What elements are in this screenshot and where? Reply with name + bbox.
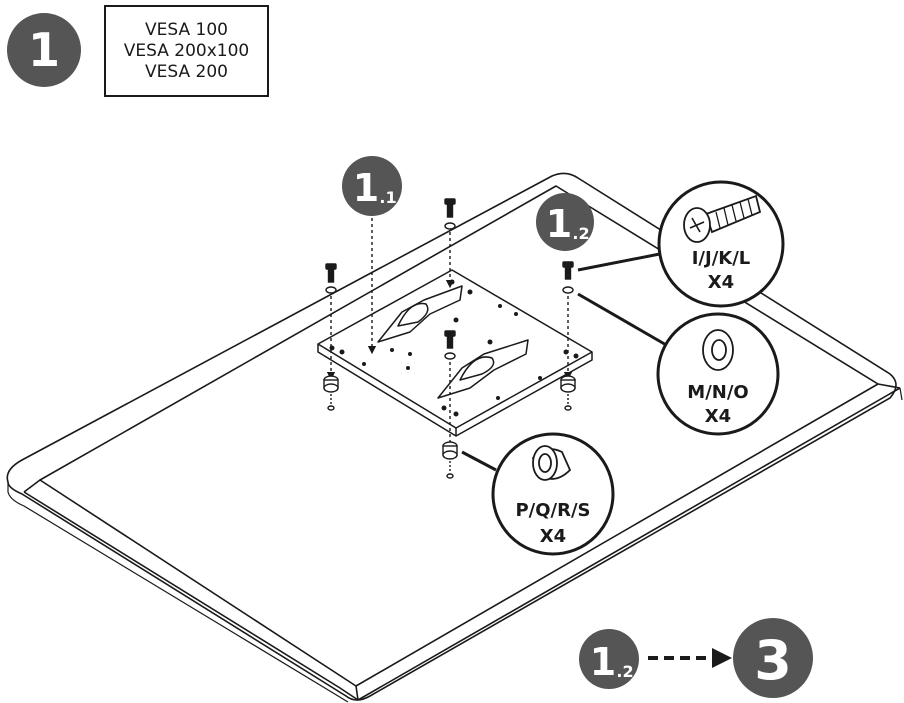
callout-spacer: P/Q/R/S X4 [491, 432, 615, 556]
leader-lines [461, 250, 671, 472]
flow-from-main: 1 [590, 640, 616, 684]
vesa-option-1: VESA 100 [145, 19, 228, 40]
substep-badge-1-1: 1 .1 [342, 156, 402, 216]
step-badge: 1 [7, 13, 81, 87]
screw-qty-label: X4 [708, 272, 734, 293]
callout-screw: I/J/K/L X4 [657, 180, 785, 308]
mounting-plate [317, 269, 593, 437]
tv-panel [6, 172, 903, 703]
washer-qty-label: X4 [705, 406, 731, 427]
substep-1-2-sub: .2 [572, 224, 589, 243]
spacer-icon [531, 445, 572, 481]
washer-parts-label: M/N/O [687, 382, 748, 403]
callout-washer: M/N/O X4 [656, 312, 780, 436]
substep-1-1-sub: .1 [379, 188, 396, 207]
vesa-option-2: VESA 200x100 [123, 40, 250, 61]
step-number: 1 [28, 23, 60, 77]
spacer-qty-label: X4 [540, 526, 566, 547]
screw-stack-left [323, 263, 339, 411]
substep-1-1-main: 1 [353, 166, 379, 210]
screw-parts-label: I/J/K/L [692, 248, 751, 269]
flow-from-sub: .2 [616, 662, 633, 681]
screw-icon [683, 194, 762, 243]
vesa-box: VESA 100 VESA 200x100 VESA 200 [104, 5, 269, 97]
screw-stack-right [560, 261, 576, 411]
flow-arrow [648, 648, 732, 668]
flow-to-number: 3 [754, 629, 792, 692]
flow-to-badge: 3 [733, 618, 813, 698]
flow-from-badge: 1 .2 [579, 629, 639, 689]
substep-badge-1-2: 1 .2 [536, 193, 594, 251]
washer-icon [702, 329, 734, 371]
spacer-parts-label: P/Q/R/S [515, 500, 590, 521]
substep-1-2-main: 1 [546, 202, 572, 246]
vesa-option-3: VESA 200 [145, 61, 228, 82]
screw-stack-center [442, 330, 458, 479]
screw-stack-top [444, 198, 456, 289]
